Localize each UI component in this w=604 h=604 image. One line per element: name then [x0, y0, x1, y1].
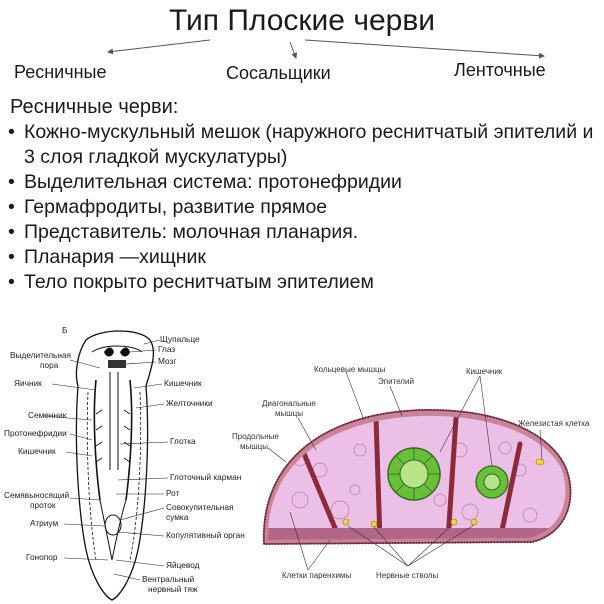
- subtitle: Ресничные черви:: [10, 96, 179, 118]
- label-oviduct: Яйцевод: [166, 560, 200, 570]
- branch-label-cestoda: Ленточные: [454, 60, 546, 80]
- intestine-small: [475, 465, 509, 499]
- label-pharyngeal-pocket: Глоточный карман: [170, 472, 241, 482]
- branch-label-trematoda: Сосальщики: [226, 63, 331, 83]
- label-testis: Семенник: [28, 410, 67, 420]
- label-excretory-pore-2: пора: [40, 360, 59, 370]
- label-ventral-nerve-2: нервный тяж: [148, 584, 198, 594]
- gland-cell: [535, 458, 545, 466]
- label-eye: Глаз: [158, 344, 175, 354]
- nerve-trunks: [342, 518, 478, 528]
- label-copulatory-bursa: Совокупительная: [166, 502, 233, 512]
- bullet-item: Представитель: молочная планария.: [8, 220, 598, 245]
- bullet-item: Кожно-мускульный мешок (наружного реснит…: [8, 120, 598, 170]
- label-ventral-nerve: Вентральный: [142, 574, 194, 584]
- label-diagonal-muscles-2: мышцы: [275, 409, 303, 418]
- planaria-leader-lines: [43, 339, 169, 581]
- label-diagonal-muscles: Диагональные: [262, 399, 316, 408]
- label-atrium: Атриум: [30, 518, 58, 528]
- label-vas-deferens: Семявыносящий: [4, 490, 69, 500]
- label-nerve-trunks: Нервные стволы: [376, 571, 439, 580]
- arrow-middle: [289, 41, 298, 59]
- label-gland-cell: Железистая клетка: [518, 419, 590, 428]
- bullet-item: Выделительная система: протонефридии: [8, 170, 598, 195]
- label-copulatory-bursa-2: сумка: [166, 512, 189, 522]
- label-brain: Мозг: [158, 356, 176, 366]
- label-vas-deferens-2: проток: [30, 500, 56, 510]
- planaria-eyes: [104, 347, 130, 368]
- label-protonephridia: Протонефридии: [4, 428, 67, 438]
- label-copulatory-organ: Копулятивный орган: [166, 530, 245, 540]
- label-gonopore: Гонопор: [26, 552, 58, 562]
- label-circular-muscles: Кольцевые мышцы: [314, 365, 386, 374]
- label-excretory-pore: Выделительная: [10, 350, 71, 360]
- planaria-letter: Б: [62, 325, 68, 335]
- intestine-large: [387, 447, 441, 501]
- arrow-right: [304, 39, 545, 59]
- label-longitudinal-muscles: Продольные: [232, 432, 279, 441]
- diagonal-muscles: [297, 415, 523, 540]
- label-parenchyma-cells: Клетки паренхимы: [282, 571, 351, 580]
- bullet-item: Гермафродиты, развитие прямое: [8, 195, 598, 220]
- bullet-list: Кожно-мускульный мешок (наружного реснит…: [8, 120, 598, 295]
- label-pharynx: Глотка: [170, 436, 196, 446]
- label-intestine-left: Кишечник: [18, 446, 56, 456]
- label-tentacle: Щупальце: [160, 334, 200, 344]
- label-epithelium: Эпителий: [378, 377, 414, 386]
- label-mouth: Рот: [166, 488, 180, 498]
- page-title: Тип Плоские черви: [168, 4, 436, 37]
- label-longitudinal-muscles-2: мышцы: [240, 442, 268, 451]
- cross-section-leader-lines: [267, 371, 543, 571]
- label-intestine: Кишечник: [466, 367, 503, 376]
- label-vitellaria: Желточники: [166, 398, 213, 408]
- label-ovary: Яичник: [14, 378, 42, 388]
- arrow-left: [107, 39, 211, 55]
- bullet-item: Планария —хищник: [8, 245, 598, 270]
- bullet-item: Тело покрыто реснитчатым эпителием: [8, 270, 598, 295]
- label-intestine-right: Кишечник: [164, 378, 202, 388]
- branch-label-turbellaria: Ресничные: [14, 62, 107, 82]
